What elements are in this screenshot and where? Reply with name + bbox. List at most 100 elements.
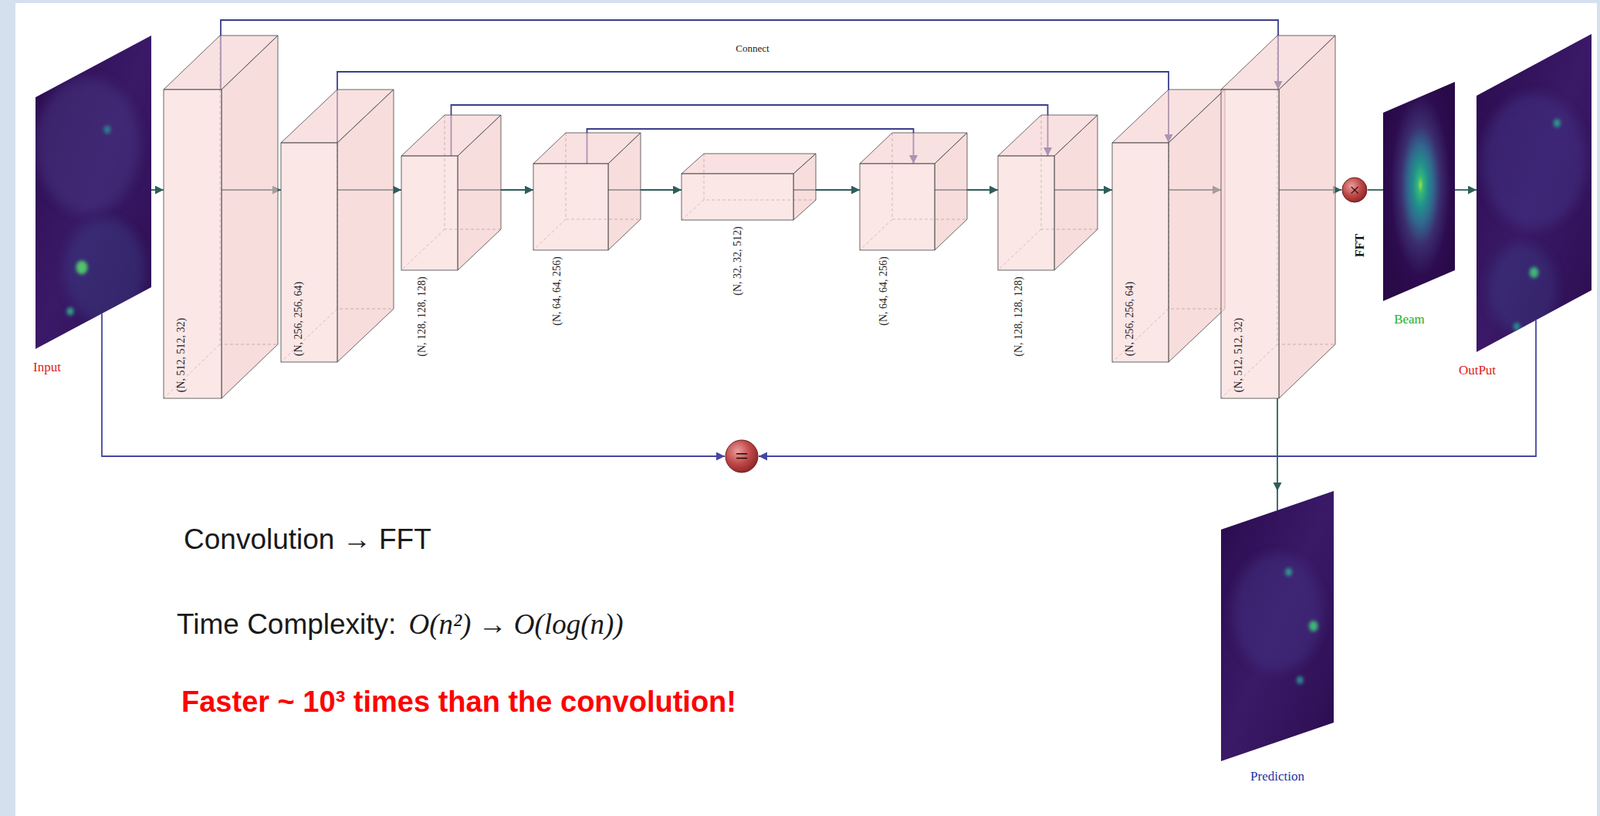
complexity-formula: O(n²) → O(log(n)) [408,608,623,642]
dimension-label: (N, 128, 128, 128) [416,276,428,356]
feature-cuboid: (N, 256, 256, 64) [1112,142,1169,362]
label-holder: Beam [1393,311,1425,328]
cuboid-shape [280,142,338,362]
bright-source [76,260,88,274]
label-holder: (N, 64, 64, 256) [876,256,890,325]
label-holder: × [1349,180,1360,200]
sky-haze [1481,94,1586,229]
sky-field [1476,33,1592,352]
note-text: Convolution → FFT [183,523,432,557]
cuboid-shape [1112,142,1169,362]
note-text: Time Complexity: [176,608,396,642]
hidden-edge [1112,89,1225,362]
image-picture [1221,490,1334,762]
hidden-edge [280,89,394,362]
feature-cuboid: (N, 64, 64, 256) [859,163,935,251]
hidden-edge [997,115,1098,271]
label-holder: O(n²) → O(log(n)) [408,608,623,642]
cuboid-front-face [681,173,794,220]
image-caption: Input [33,359,61,376]
dimension-label: (N, 128, 128, 128) [1012,276,1025,356]
slide-band [0,0,1600,4]
operator-disc [725,439,758,473]
cuboid-side-face [1278,35,1336,399]
cuboid-shape [859,163,935,251]
label-holder: Connect [735,40,769,55]
label-holder: (N, 128, 128, 128) [414,276,429,356]
feature-cuboid: (N, 256, 256, 64) [280,142,338,362]
dimension-label: (N, 64, 64, 256) [877,256,890,325]
slide-band [0,0,16,816]
label-holder: (N, 512, 512, 32) [1231,317,1245,393]
cuboid-front-face [859,163,935,251]
dimension-label: (N, 512, 512, 32) [175,317,187,393]
cuboid-side-face [221,35,278,399]
bright-source [1513,322,1521,332]
feature-cuboid: (N, 512, 512, 32) [163,89,222,399]
label-holder: Prediction [1250,768,1305,785]
cuboid-side-face [1168,89,1225,362]
slide-band [1596,0,1600,816]
sky-field [1221,490,1334,762]
connector-stub [1276,490,1279,511]
hidden-edge [401,115,501,271]
prediction-image: Prediction [1221,490,1334,762]
image-picture [35,35,152,349]
bottleneck-cuboid: (N, 32, 32, 512) [681,173,794,220]
operator-symbol: = [735,444,749,468]
label-holder: OutPut [1458,362,1496,379]
label-holder: (N, 128, 128, 128) [1011,276,1025,356]
output-image: OutPut [1476,33,1592,352]
cuboid-shape [997,155,1055,271]
label-holder: (N, 64, 64, 256) [549,256,564,325]
cuboid-front-face [1112,142,1169,362]
operator-disc [1342,177,1367,203]
connector-stub [1535,320,1537,352]
sky-haze [35,77,140,214]
cuboid-side-face [793,153,816,220]
sky-haze [64,217,146,324]
hidden-edge [533,132,641,251]
beam-field [1383,81,1455,302]
cuboid-top-face [681,153,816,174]
label-holder: FFT [1353,233,1367,258]
label-holder: (N, 256, 256, 64) [1122,281,1137,356]
cuboid-front-face [401,155,458,271]
feature-cuboid: (N, 64, 64, 256) [533,163,609,251]
dimension-label: (N, 64, 64, 256) [551,256,563,325]
hidden-edge [859,132,968,251]
cuboid-front-face [533,163,609,251]
equals-circle: = [724,439,759,474]
cuboid-shape [681,173,794,220]
operation-label: FFT [1353,233,1367,258]
image-caption: Prediction [1250,768,1305,785]
connector-stub [101,313,103,349]
bright-source [104,125,112,134]
cuboid-front-face [163,89,222,399]
label-holder: = [735,444,749,468]
connector [758,351,1536,457]
bright-source [1309,620,1319,632]
cuboid-shape [401,155,458,271]
image-picture [1476,33,1592,352]
cuboid-front-face [280,142,338,362]
label-holder: (N, 512, 512, 32) [173,317,188,393]
cuboid-front-face [997,155,1055,271]
cuboid-shape [533,163,609,251]
bright-source [1553,118,1561,128]
cuboid-side-face [608,132,641,251]
cuboid-front-face [1221,89,1279,399]
hidden-edge [1221,35,1336,399]
cuboid-shape [1221,89,1279,399]
cuboid-side-face [337,89,394,362]
label-holder: Convolution → FFT [183,523,432,557]
multiply-circle: × [1341,176,1368,203]
dimension-label: (N, 256, 256, 64) [1123,281,1136,356]
beam-image: Beam [1383,81,1455,302]
feature-cuboid: (N, 128, 128, 128) [401,155,458,271]
sky-haze [1232,554,1323,672]
label-holder: (N, 256, 256, 64) [290,281,305,356]
cuboid-shape [163,89,222,399]
connection-label: Connect [735,43,769,55]
dimension-label: (N, 32, 32, 512) [731,226,744,295]
